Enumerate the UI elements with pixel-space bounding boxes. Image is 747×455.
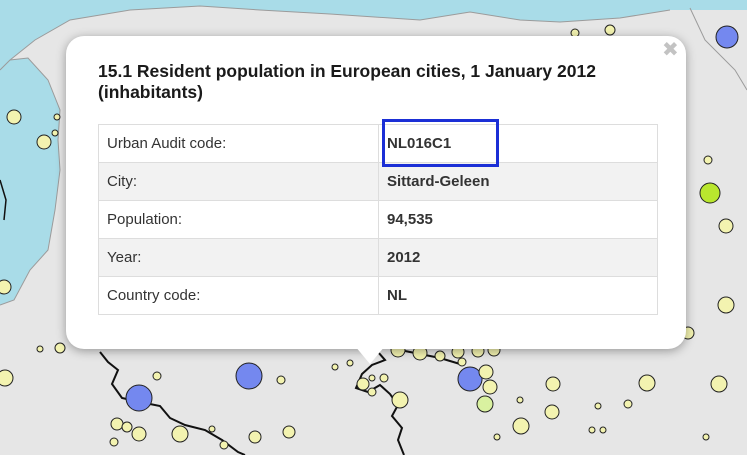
- city-marker[interactable]: [171, 425, 189, 443]
- info-popup: ✖ 15.1 Resident population in European c…: [66, 36, 686, 364]
- city-marker[interactable]: [391, 391, 409, 409]
- city-marker[interactable]: [604, 24, 616, 36]
- city-marker[interactable]: [702, 433, 710, 441]
- city-marker[interactable]: [131, 426, 147, 442]
- city-marker[interactable]: [476, 395, 494, 413]
- city-marker[interactable]: [152, 371, 162, 381]
- city-marker[interactable]: [109, 437, 119, 447]
- country-border: [354, 351, 405, 455]
- city-marker[interactable]: [367, 387, 377, 397]
- country-border: [399, 349, 461, 365]
- city-marker[interactable]: [638, 374, 656, 392]
- row-value-urban-audit-code: NL016C1: [378, 124, 658, 163]
- city-marker[interactable]: [125, 384, 153, 412]
- city-marker[interactable]: [434, 350, 446, 362]
- city-marker[interactable]: [493, 433, 501, 441]
- city-marker[interactable]: [715, 25, 739, 49]
- city-marker[interactable]: [699, 182, 721, 204]
- popup-title: 15.1 Resident population in European cit…: [98, 61, 596, 102]
- city-marker[interactable]: [53, 113, 61, 121]
- row-label-population: Population:: [98, 200, 379, 239]
- row-value-population: 94,535: [378, 200, 658, 239]
- row-label-city: City:: [98, 162, 379, 201]
- table-row: City: Sittard-Geleen: [98, 162, 658, 201]
- city-marker[interactable]: [623, 399, 633, 409]
- city-marker[interactable]: [110, 417, 124, 431]
- row-label-urban-audit-code: Urban Audit code:: [98, 124, 379, 163]
- city-marker[interactable]: [516, 396, 524, 404]
- city-marker[interactable]: [6, 109, 22, 125]
- city-marker[interactable]: [235, 362, 263, 390]
- city-marker[interactable]: [368, 374, 376, 382]
- city-marker[interactable]: [718, 218, 734, 234]
- city-marker[interactable]: [512, 417, 530, 435]
- city-marker[interactable]: [331, 363, 339, 371]
- city-marker[interactable]: [54, 342, 66, 354]
- city-marker[interactable]: [282, 425, 296, 439]
- row-value-city: Sittard-Geleen: [378, 162, 658, 201]
- city-marker[interactable]: [478, 364, 494, 380]
- city-marker[interactable]: [482, 379, 498, 395]
- table-row: Urban Audit code: NL016C1: [98, 124, 658, 163]
- info-table: Urban Audit code: NL016C1 City: Sittard-…: [98, 124, 658, 315]
- region-outline: [689, 7, 747, 91]
- row-value-year: 2012: [378, 238, 658, 277]
- city-marker[interactable]: [121, 421, 133, 433]
- city-marker[interactable]: [588, 426, 596, 434]
- city-marker[interactable]: [544, 404, 560, 420]
- table-row: Year: 2012: [98, 238, 658, 277]
- city-marker[interactable]: [379, 373, 389, 383]
- city-marker[interactable]: [717, 296, 735, 314]
- city-marker[interactable]: [219, 440, 229, 450]
- popup-pointer: [355, 346, 385, 364]
- city-marker[interactable]: [356, 377, 370, 391]
- city-marker[interactable]: [710, 375, 728, 393]
- row-label-year: Year:: [98, 238, 379, 277]
- city-marker[interactable]: [703, 155, 713, 165]
- city-marker[interactable]: [208, 425, 216, 433]
- city-marker[interactable]: [599, 426, 607, 434]
- coast-line: [0, 57, 61, 306]
- city-marker[interactable]: [248, 430, 262, 444]
- city-marker[interactable]: [457, 357, 467, 367]
- row-value-country-code: NL: [378, 276, 658, 315]
- sea-area: [0, 0, 747, 70]
- city-marker[interactable]: [0, 369, 14, 387]
- city-marker[interactable]: [276, 375, 286, 385]
- city-marker[interactable]: [0, 279, 12, 295]
- city-marker[interactable]: [594, 402, 602, 410]
- city-marker[interactable]: [36, 345, 44, 353]
- city-marker[interactable]: [36, 134, 52, 150]
- city-marker[interactable]: [51, 129, 59, 137]
- row-label-country-code: Country code:: [98, 276, 379, 315]
- close-icon[interactable]: ✖: [662, 39, 679, 61]
- city-marker[interactable]: [457, 366, 483, 392]
- coast-line-north: [9, 5, 671, 61]
- table-row: Country code: NL: [98, 276, 658, 315]
- region-outline-left: [0, 179, 7, 221]
- table-row: Population: 94,535: [98, 200, 658, 239]
- city-marker[interactable]: [346, 359, 354, 367]
- country-border: [99, 351, 246, 455]
- city-marker[interactable]: [545, 376, 561, 392]
